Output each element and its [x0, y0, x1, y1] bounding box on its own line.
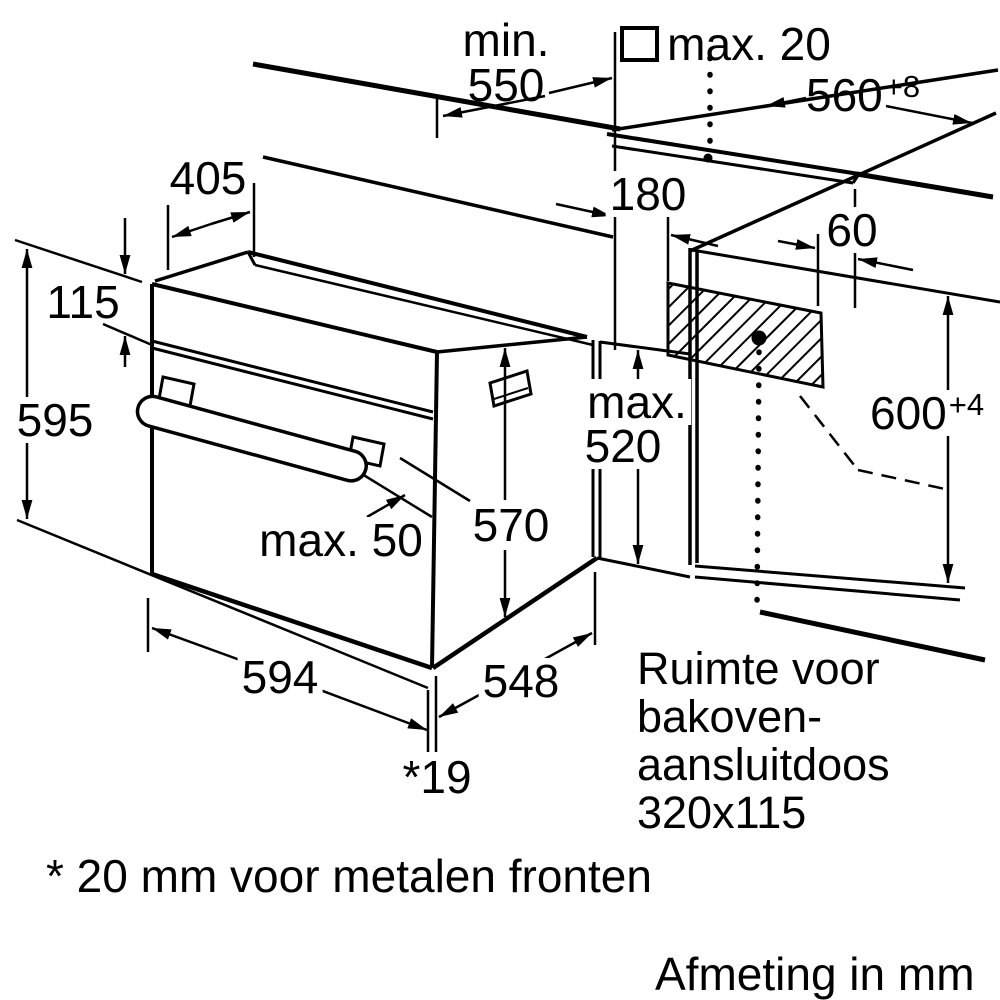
niche-square-icon [620, 26, 659, 62]
niche-floor-front-a [694, 564, 966, 590]
connection-box-note-line1: Ruimte voor [637, 643, 880, 694]
dim-594-label: 594 [237, 654, 323, 700]
dim-50-tick-b [361, 472, 433, 519]
dim-550-arrow-right [548, 76, 613, 95]
oven-niche-floor-edge [596, 556, 691, 579]
side-cabinet-top-edge [689, 111, 997, 253]
oven-bottom-front-edge [151, 571, 433, 671]
dim-560-label: 560+8 [806, 69, 921, 121]
dim-560-arrow-right [885, 104, 973, 125]
cabinet-floor-edge [759, 609, 986, 663]
dim-square-max-20-label: max. 20 [667, 18, 831, 70]
dim-560-value: 560 [806, 69, 883, 121]
worktop-strip-bottom [611, 144, 854, 185]
worktop-right-edge [856, 171, 994, 200]
connection-box-note-line4: 320x115 [637, 787, 807, 838]
oven-front-right-edge [430, 351, 439, 669]
oven-bottom-side-edge [431, 556, 599, 670]
connection-box-dot [751, 330, 767, 346]
dim-548-label: 548 [478, 658, 564, 704]
units-caption: Afmeting in mm [655, 948, 975, 1000]
ref-line-oven-bottom [16, 518, 429, 690]
dim-60-arrow-left [777, 239, 816, 250]
connection-box-note: Ruimte voor bakoven- aansluitdoos 320x11… [637, 645, 890, 837]
door-handle [135, 394, 368, 483]
hidden-edge-b [857, 468, 946, 491]
oven-top-step-edge [247, 250, 588, 339]
connection-box-hatch [666, 281, 825, 389]
niche-floor-front-b [694, 575, 961, 602]
dim-60-arrow-right [857, 257, 914, 272]
tall-niche-top-edge [691, 248, 1000, 304]
dim-60-label: 60 [822, 207, 882, 253]
dim-520-label: 520 [580, 423, 666, 469]
oven-drawing [135, 250, 599, 671]
dim-115-label: 115 [46, 276, 120, 328]
hidden-edge-a [799, 395, 859, 471]
worktop-strip-top [606, 132, 860, 176]
dim-50-leader-arrow [366, 493, 406, 519]
connection-box-note-line2: bakoven- [637, 691, 823, 742]
dim-405-label: 405 [169, 152, 247, 204]
dim-180-label: 180 [605, 171, 691, 217]
ref-line-oven-top [14, 238, 143, 284]
dim-50-tick-a [399, 456, 471, 503]
dim-min-word-label: min. [462, 14, 550, 66]
control-panel-groove-top [151, 339, 434, 414]
dim-max-word-label: max. [583, 379, 691, 425]
worktop-underside-edge [262, 155, 614, 239]
dim-600-tolerance: +4 [948, 387, 985, 422]
dim-595-label: 595 [12, 397, 98, 443]
wall-worktop-lines [252, 26, 999, 350]
oven-top-step-lower-edge [254, 263, 594, 347]
cable-dot-top [703, 153, 713, 163]
dim-594-arrow-left [151, 626, 241, 662]
dim-max-50-label: max. 50 [255, 517, 427, 563]
dim-600-value: 600 [870, 387, 947, 439]
dim-405-arrow-left [171, 222, 212, 239]
metal-fronts-footnote: * 20 mm voor metalen fronten [46, 850, 652, 902]
oven-side-top-edge [436, 335, 588, 354]
dim-600-label: 600+4 [866, 387, 989, 439]
oven-side-vent-inner [493, 387, 529, 400]
worktop-front-edge [252, 61, 621, 132]
dim-180-arrow-right [670, 233, 719, 248]
dim-570-label: 570 [468, 502, 554, 548]
oven-top-left-edge [154, 250, 249, 283]
control-panel-groove-bottom [151, 346, 434, 421]
dim-min-550-label: 550 [467, 59, 545, 111]
cabinet-drawing [591, 248, 1000, 663]
dim-550-arrow-left [442, 94, 546, 118]
connection-box-note-line3: aansluitdoos [637, 739, 890, 790]
oven-top-front-edge [151, 282, 438, 354]
cable-dotted-line-bottom [754, 349, 762, 611]
back-wall-edge [611, 68, 999, 132]
dim-180-arrow-left [555, 202, 612, 218]
dim-19-label: *19 [402, 751, 472, 803]
dim-560-tolerance: +8 [884, 69, 921, 104]
dim-560-arrow-left [765, 96, 807, 108]
ref-line-panel-bottom [102, 322, 153, 347]
dim-405-arrow-right [210, 210, 251, 226]
